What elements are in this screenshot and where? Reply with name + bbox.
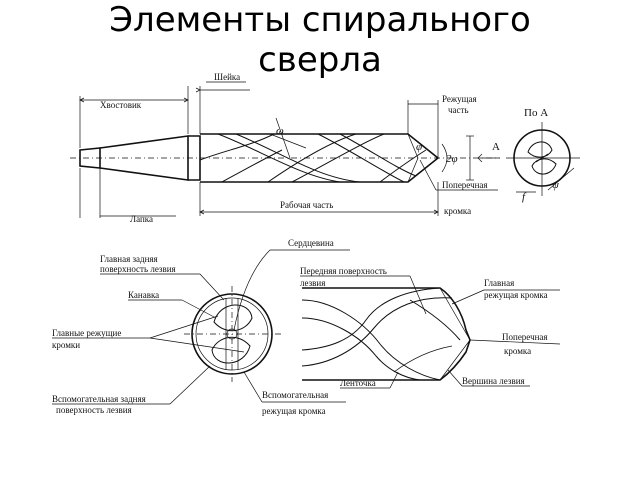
right-labels: Передняя поверхность лезвия Главная режу… xyxy=(300,266,561,389)
aux-edge-label-1: Вспомогательная xyxy=(262,390,328,400)
psi-label: ψ xyxy=(552,179,559,191)
omega-label: ω xyxy=(276,125,284,137)
left-labels: Главная задняя поверхность лезвия Канавк… xyxy=(52,254,245,415)
main-edges-label-2: кромки xyxy=(52,340,80,350)
main-flank-label-1: Главная задняя xyxy=(100,254,158,264)
aux-flank-label-2: поверхность лезвия xyxy=(56,405,132,415)
main-flank-label-2: поверхность лезвия xyxy=(100,264,176,274)
shank-label: Хвостовик xyxy=(100,100,142,110)
main-edges-label-1: Главные режущие xyxy=(52,328,121,338)
flute-label: Канавка xyxy=(128,290,159,300)
transverse-edge-label-2: кромка xyxy=(444,206,471,216)
phi-label: φ xyxy=(416,141,422,153)
transverse-edge-label-1: Поперечная xyxy=(442,180,488,190)
cutting-part-label-1: Режущая xyxy=(442,94,477,104)
slide-title: Элементы спирального сверла xyxy=(0,0,640,80)
working-part-label: Рабочая часть xyxy=(280,200,333,210)
neck-label: Шейка xyxy=(214,72,240,82)
top-dimensions: Шейка Хвостовик Режущая часть Поперечная… xyxy=(79,72,498,224)
f-label: f xyxy=(522,191,527,203)
main-edge-label-2: режущая кромка xyxy=(484,290,548,300)
drill-tip-view xyxy=(301,287,471,381)
cross-section-view xyxy=(184,286,282,382)
rake-label-1: Передняя поверхность xyxy=(300,266,387,276)
transverse-edge-bottom-label-2: кромка xyxy=(504,346,531,356)
view-a-label: По А xyxy=(524,107,548,119)
view-a-end-view: По А ψ f xyxy=(506,107,580,203)
cutting-part-label-2: часть xyxy=(448,105,469,115)
two-phi-label: 2φ xyxy=(446,153,458,165)
core-label: Сердцевина xyxy=(288,238,334,248)
title-line-1: Элементы спирального xyxy=(109,0,531,40)
main-edge-label-1: Главная xyxy=(484,278,514,288)
drill-side-view: ω φ 2φ А xyxy=(70,117,500,183)
aux-edge-label-2: режущая кромка xyxy=(262,406,326,416)
title-line-2: сверла xyxy=(258,40,382,80)
a-mark: А xyxy=(492,141,500,153)
tang-label: Лапка xyxy=(130,214,153,224)
tip-label: Вершина лезвия xyxy=(462,376,525,386)
rake-label-2: лезвия xyxy=(300,278,325,288)
aux-flank-label-1: Вспомогательная задняя xyxy=(52,394,146,404)
land-label: Ленточка xyxy=(340,378,376,388)
transverse-edge-bottom-label-1: Поперечная xyxy=(502,332,548,342)
center-labels: Сердцевина Вспомогательная режущая кромк… xyxy=(233,238,350,416)
